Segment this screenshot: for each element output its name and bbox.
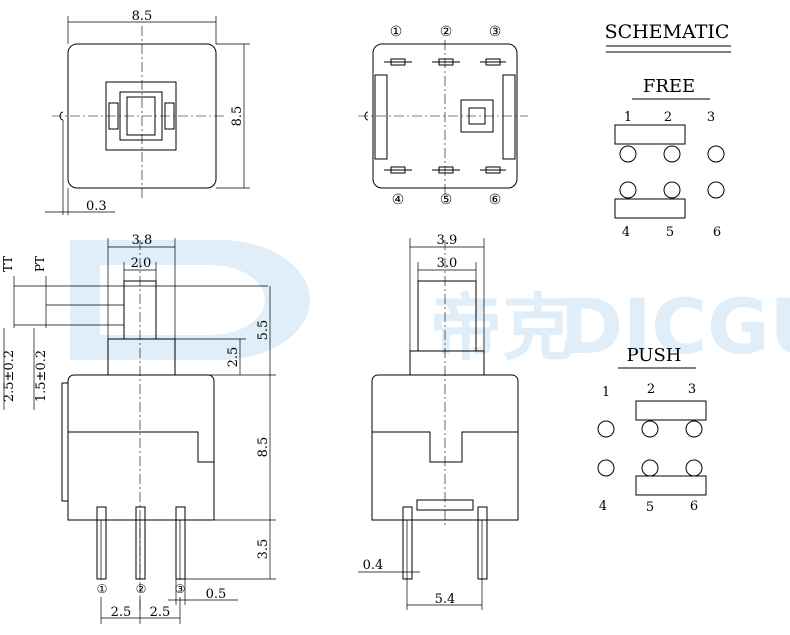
free-num-3: 3 [707,110,715,125]
free-contact-bar-bottom [614,198,686,219]
top-view-width-label: 8.5 [132,9,153,24]
free-terminal-3 [707,145,725,163]
pin-pad-6 [485,166,501,174]
pin-row-top [384,58,506,66]
front-tip-width-label: 3.0 [437,256,458,271]
side-plunger-height-label: 5.5 [256,320,271,341]
watermark-brand-latin: DICGU [560,282,790,371]
push-num-5: 5 [646,500,654,515]
push-label: PUSH [627,345,682,366]
free-num-1: 1 [624,110,632,125]
push-num-1: 1 [602,385,610,400]
side-view-pin-3 [175,506,186,580]
front-pin-span-label: 5.4 [435,592,456,607]
front-view-pin-right [477,506,488,580]
free-contact-bar-top [614,124,686,145]
schematic-push: PUSH 1 2 3 4 5 6 [597,345,707,515]
side-pin-thickness-label: 0.5 [206,587,227,602]
push-num-4: 4 [599,499,607,514]
pin-label-6: ⑥ [489,192,502,208]
free-terminal-1 [619,145,637,163]
push-terminal-4 [597,459,615,477]
schematic-title: SCHEMATIC [605,21,730,43]
side-tip-width-label: 2.0 [131,256,152,271]
side-view: ① ② ③ 3.8 2.0 TT PT 2.5±0.2 1.5±0.2 5.5 … [1,233,276,624]
push-contact-bar-bottom [635,475,707,496]
push-contact-bar-top [635,400,707,421]
free-terminal-5 [663,181,681,199]
pin-label-5: ⑤ [440,192,453,208]
tt-label: TT [1,256,15,272]
side-pin-mark-1: ① [97,582,108,596]
watermark-brand-cn: 帝克 [430,286,574,370]
free-terminal-6 [707,181,725,199]
pt-label: PT [33,256,47,272]
pin-pad-5 [438,166,454,174]
side-pin-mark-2: ② [136,582,147,596]
push-terminal-1 [597,420,615,438]
tt-value-label: 2.5±0.2 [2,350,17,402]
side-pin-length-label: 3.5 [256,539,271,560]
front-pin-width-label: 0.4 [363,558,384,573]
pin-view: ① ② ③ ④ ⑤ ⑥ [358,24,528,208]
side-view-pin-1 [96,506,107,580]
free-num-2: 2 [664,110,672,125]
side-view-body [67,374,215,521]
side-pitch-left-label: 2.5 [111,605,132,620]
push-terminal-6 [685,459,703,477]
schematic: SCHEMATIC FREE 1 2 3 4 5 6 PUSH 1 2 3 [597,21,731,515]
free-terminal-4 [619,181,637,199]
push-num-3: 3 [688,382,696,397]
free-num-6: 6 [713,225,721,240]
pin-pad-3 [485,58,501,66]
pin-view-rail-right [502,74,516,160]
pin-pad-1 [390,58,406,66]
pin-row-bottom [384,166,506,174]
pin-label-4: ④ [392,192,405,208]
front-view: 3.9 3.0 0.4 5.4 [358,233,519,610]
push-num-2: 2 [647,382,655,397]
front-view-body-step [372,431,518,463]
push-terminal-3 [685,420,703,438]
side-view-body-step [68,431,214,463]
watermark-logo [70,240,310,360]
pin-label-1: ① [390,24,403,40]
side-view-side-tab [61,382,69,502]
side-plunger-width-label: 3.8 [132,233,153,248]
free-num-5: 5 [666,225,674,240]
free-terminal-2 [663,145,681,163]
pin-pad-2 [438,58,454,66]
push-num-6: 6 [690,499,698,514]
top-view-height-label: 8.5 [230,106,245,127]
pin-label-3: ③ [489,24,502,40]
pin-view-rail-left [374,74,388,160]
front-view-pin-left [402,506,413,580]
side-pin-mark-3: ③ [175,582,186,596]
front-view-contact [416,499,474,511]
side-step-height-label: 2.5 [226,347,241,368]
side-view-pin-2 [135,506,146,580]
side-body-height-label: 8.5 [256,437,271,458]
watermark: 帝克 DICGU [70,240,790,371]
pin-view-center-square [460,99,494,133]
top-view: 8.5 8.5 0.3 [45,9,250,215]
pin-pad-4 [390,166,406,174]
front-view-plunger-base [409,350,485,375]
schematic-free: FREE 1 2 3 4 5 6 [614,76,725,240]
pin-label-2: ② [440,24,453,40]
push-terminal-2 [641,420,659,438]
top-view-offset-label: 0.3 [86,199,107,214]
side-pitch-right-label: 2.5 [150,605,171,620]
pt-value-label: 1.5±0.2 [34,350,49,402]
front-plunger-width-label: 3.9 [437,233,458,248]
push-terminal-5 [641,459,659,477]
free-num-4: 4 [622,225,630,240]
free-label: FREE [643,76,695,97]
top-view-notch [59,111,64,121]
